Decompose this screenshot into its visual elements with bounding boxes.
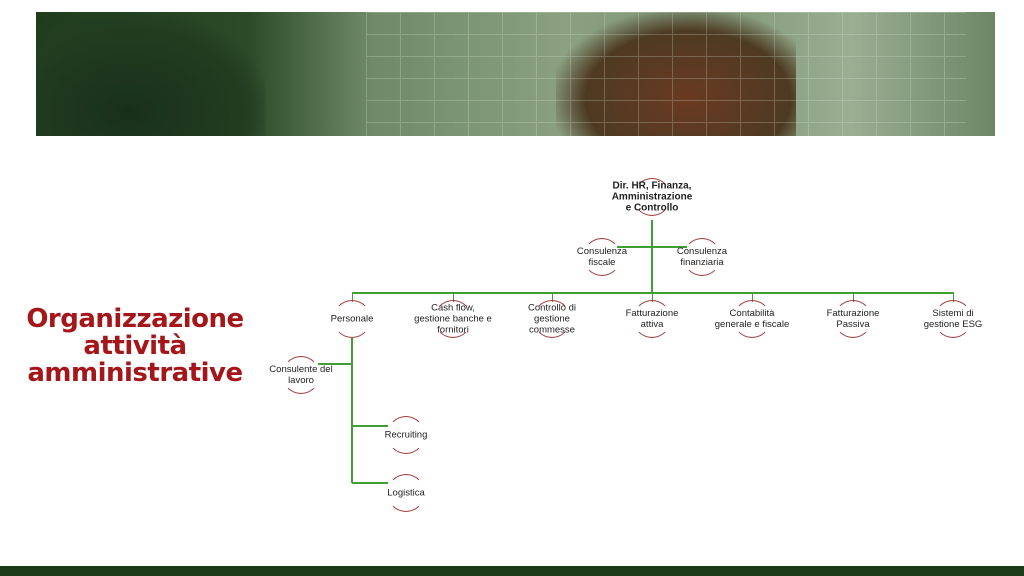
node-arc xyxy=(583,238,621,276)
node-arc xyxy=(633,178,671,216)
header-photo xyxy=(36,12,995,136)
node-arc xyxy=(934,300,972,338)
node-label: Recruiting xyxy=(384,429,428,441)
connector-line xyxy=(452,292,454,302)
title-line: amministrative xyxy=(27,358,243,388)
node-arc xyxy=(683,238,721,276)
connector-line xyxy=(952,292,954,302)
connector-line xyxy=(651,292,653,302)
connector-line xyxy=(351,338,353,483)
title-line: attività xyxy=(83,331,187,361)
connector-line xyxy=(351,292,353,302)
connector-line xyxy=(318,363,352,365)
node-arc xyxy=(387,416,425,454)
connector-line xyxy=(651,220,653,293)
page-title: Organizzazione attività amministrative xyxy=(0,306,270,387)
title-line: Organizzazione xyxy=(26,304,244,334)
node-label: Personale xyxy=(330,313,374,325)
connector-line xyxy=(852,292,854,302)
node-arc xyxy=(733,300,771,338)
footer-bar xyxy=(0,566,1024,576)
node-arc xyxy=(434,300,472,338)
node-arc xyxy=(633,300,671,338)
node-arc xyxy=(533,300,571,338)
connector-line xyxy=(352,482,388,484)
connector-line xyxy=(352,292,954,294)
node-label: Logistica xyxy=(387,487,425,499)
connector-line xyxy=(751,292,753,302)
connector-line xyxy=(352,425,388,427)
connector-line xyxy=(617,246,687,248)
node-arc xyxy=(282,356,320,394)
connector-line xyxy=(551,292,553,302)
node-arc xyxy=(834,300,872,338)
node-arc xyxy=(333,300,371,338)
node-arc xyxy=(387,474,425,512)
